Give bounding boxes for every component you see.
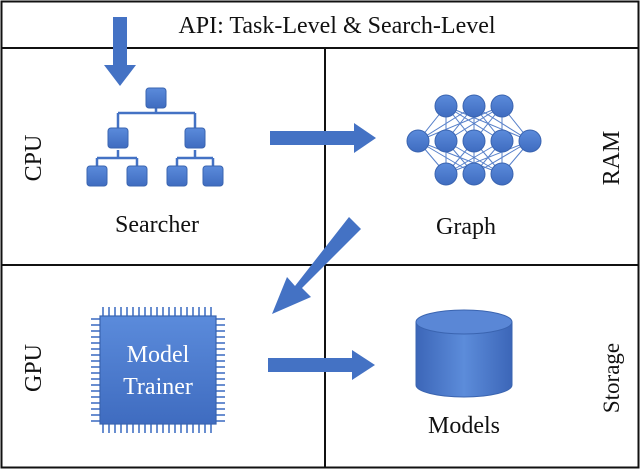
trainer-label-line2: Trainer xyxy=(123,374,193,400)
neural-network-icon xyxy=(406,94,542,186)
arrow-searcher-to-graph xyxy=(270,123,376,153)
database-icon xyxy=(415,309,513,398)
nn-node xyxy=(462,162,486,186)
graph-label: Graph xyxy=(436,214,496,240)
nn-node xyxy=(462,129,486,153)
tree-icon xyxy=(86,87,224,187)
nn-node xyxy=(518,129,542,153)
nn-edge xyxy=(445,140,531,175)
arrow-trainer-to-models xyxy=(268,350,375,380)
header-title: API: Task-Level & Search-Level xyxy=(178,13,495,39)
models-label: Models xyxy=(428,413,500,439)
nn-node xyxy=(490,162,514,186)
nn-node xyxy=(434,94,458,118)
nn-node xyxy=(490,129,514,153)
nn-node xyxy=(434,162,458,186)
nn-node xyxy=(406,129,430,153)
api-arrow xyxy=(104,17,136,86)
nn-node xyxy=(434,129,458,153)
storage-label: Storage xyxy=(599,343,624,413)
nn-edge xyxy=(417,105,503,142)
gpu-label: GPU xyxy=(21,344,47,392)
arrow-graph-to-trainer xyxy=(272,217,361,314)
ram-label: RAM xyxy=(599,131,625,186)
trainer-label-line1: Model xyxy=(127,342,190,368)
cpu-label: CPU xyxy=(21,135,47,182)
searcher-label: Searcher xyxy=(115,212,199,238)
nn-node xyxy=(462,94,486,118)
chip-icon xyxy=(91,307,225,433)
nn-node xyxy=(490,94,514,118)
